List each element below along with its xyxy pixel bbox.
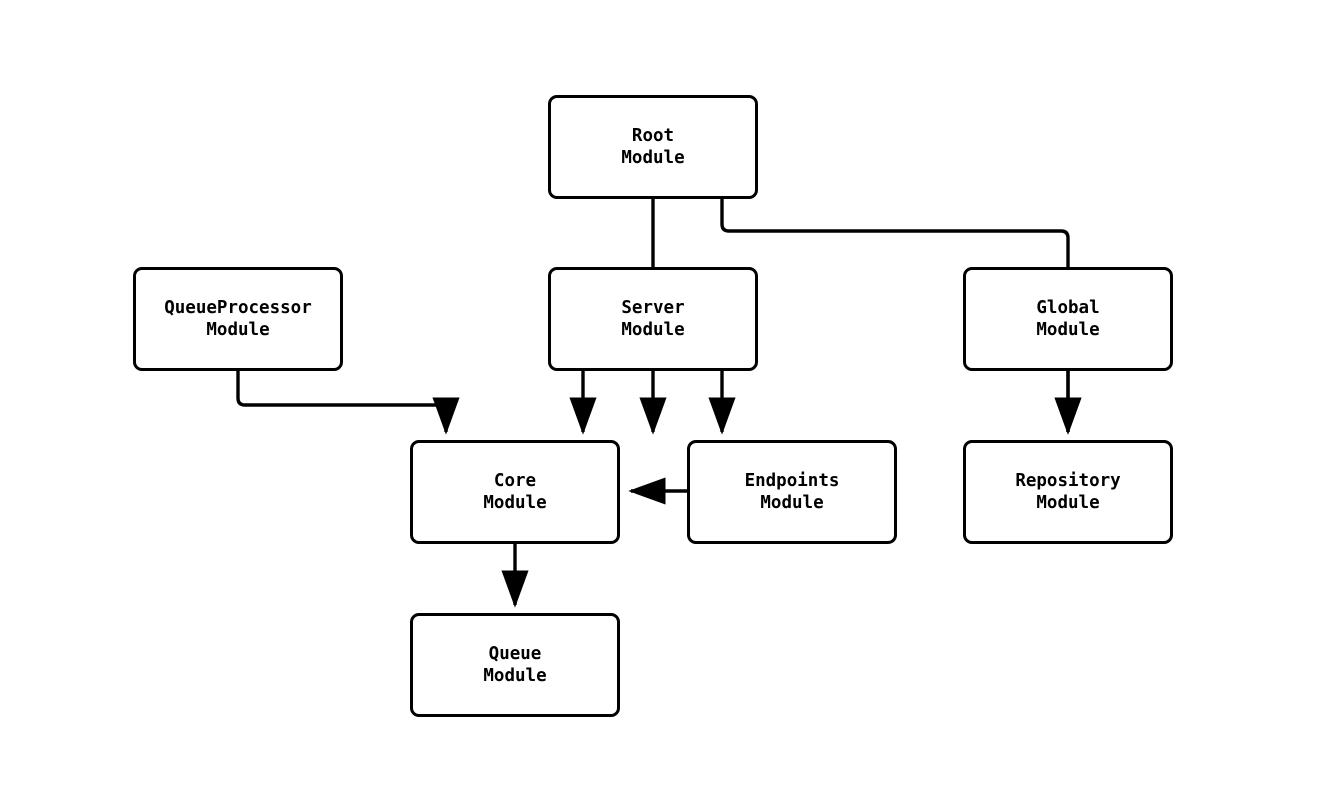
node-endpoints-module[interactable]: Endpoints Module [687,440,897,544]
node-queueprocessor-module[interactable]: QueueProcessor Module [133,267,343,371]
node-label-line2: Module [621,148,685,168]
node-label-line1: Repository [1015,471,1121,491]
node-root-module[interactable]: Root Module [548,95,758,199]
node-label-line1: Root [631,126,675,146]
node-global-module[interactable]: Global Module [963,267,1173,371]
node-label-line2: Module [760,493,824,513]
node-label-line1: QueueProcessor [164,298,312,318]
node-label-line1: Core [493,471,537,491]
edge-queueprocessor-to-core [236,371,460,435]
node-label-line1: Endpoints [744,471,840,491]
node-label-line1: Global [1036,298,1100,318]
node-queue-module[interactable]: Queue Module [410,613,620,717]
node-label-line2: Module [1036,493,1100,513]
node-core-module[interactable]: Core Module [410,440,620,544]
edge-root-to-global [720,199,1082,435]
node-server-module[interactable]: Server Module [548,267,758,371]
node-label-line2: Module [483,493,547,513]
node-label-line2: Module [206,320,270,340]
node-label-line2: Module [1036,320,1100,340]
node-repository-module[interactable]: Repository Module [963,440,1173,544]
node-label-line2: Module [621,320,685,340]
node-label-line1: Server [621,298,685,318]
node-label-line1: Queue [488,644,542,664]
node-label-line2: Module [483,666,547,686]
